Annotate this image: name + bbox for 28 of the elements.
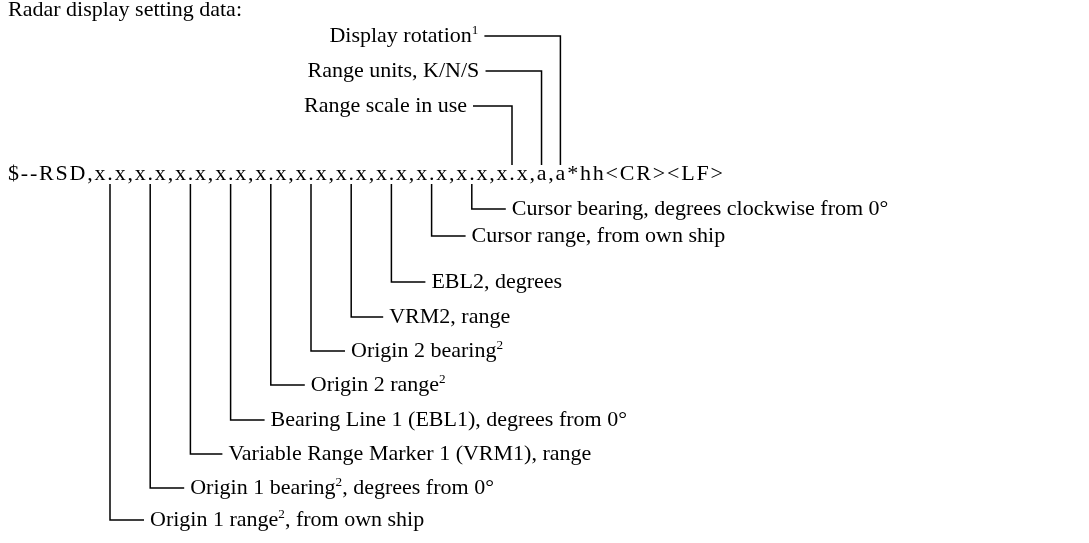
- leader-line: [430, 183, 467, 237]
- leader-line: [350, 183, 384, 318]
- leader-line: [484, 70, 543, 166]
- leader-line: [149, 183, 185, 489]
- field-description: VRM2, range: [389, 303, 511, 329]
- field-description: EBL2, degrees: [431, 268, 563, 294]
- field-description: Range units, K/N/S: [307, 57, 480, 83]
- field-description: Bearing Line 1 (EBL1), degrees from 0°: [270, 406, 627, 432]
- leader-line: [483, 35, 562, 166]
- sentence-format: $--RSD,x.x,x.x,x.x,x.x,x.x,x.x,x.x,x.x,x.x,x.x,x.x,a,a*hh<CR><LF>: [8, 160, 725, 186]
- heading: Radar display setting data:: [8, 0, 242, 22]
- field-description: Cursor bearing, degrees clockwise from 0°: [511, 195, 889, 221]
- field-description: Variable Range Marker 1 (VRM1), range: [228, 440, 592, 466]
- leader-line: [189, 183, 224, 455]
- leader-line: [472, 105, 513, 166]
- field-description: Cursor range, from own ship: [471, 222, 726, 248]
- field-description: Origin 1 bearing$^{2}$, degrees from 0°: [190, 474, 494, 500]
- field-description: Origin 1 range$^{2}$, from own ship: [150, 506, 425, 532]
- field-description: Origin 2 range$^{2}$: [310, 371, 446, 397]
- field-description: Range scale in use: [304, 92, 468, 118]
- leader-line: [109, 183, 145, 521]
- leader-line: [229, 183, 266, 421]
- leader-line: [310, 183, 346, 352]
- leader-line: [270, 183, 306, 386]
- field-description: Display rotation$^{1}$: [329, 22, 479, 48]
- field-description: Origin 2 bearing$^{2}$: [351, 337, 503, 363]
- leader-line: [471, 183, 507, 210]
- leader-line: [390, 183, 427, 283]
